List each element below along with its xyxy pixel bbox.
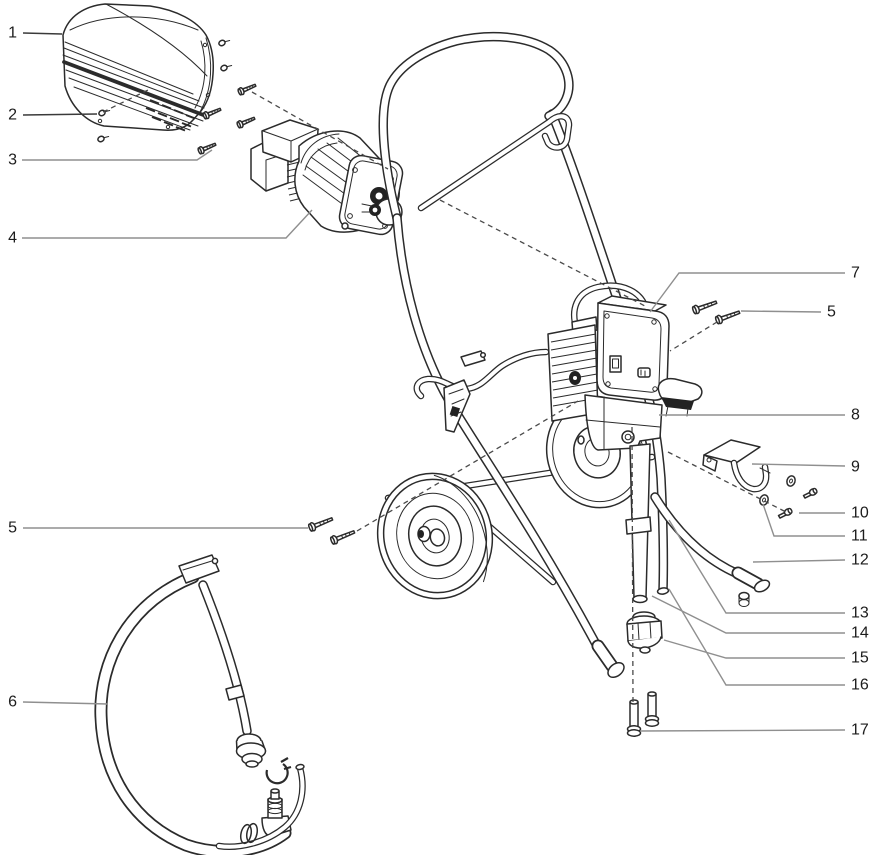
callout-number: 2: [8, 107, 17, 124]
part-7-pump-assembly: [547, 282, 703, 604]
part-9-bracket: [702, 439, 771, 493]
callout-4: 4: [8, 209, 313, 247]
callout-17: 17: [639, 722, 869, 739]
callout-number: 10: [851, 505, 869, 522]
part-6-suction-hose: [94, 554, 306, 855]
callout-leader-line: [22, 149, 213, 161]
part-8-pressure-control: [657, 377, 703, 417]
callout-number: 14: [851, 625, 869, 642]
callout-number: 7: [851, 265, 860, 282]
callout-leader-line: [762, 503, 845, 537]
part-3-screws: [197, 83, 257, 155]
callout-leader-line: [740, 310, 822, 313]
callout-leader-line: [639, 729, 846, 732]
callout-leader-line: [22, 701, 109, 705]
callout-number: 13: [851, 605, 869, 622]
part-2-screws: [97, 39, 233, 143]
cart-handle: [378, 31, 574, 223]
callout-15: 15: [663, 639, 869, 667]
callout-leader-line: [663, 639, 845, 659]
callout-number: 15: [851, 650, 869, 667]
front-foot: [591, 639, 625, 679]
callout-7: 7: [649, 265, 860, 313]
shroud-vent-slots: [145, 99, 196, 132]
callout-12: 12: [752, 552, 869, 569]
handle-latch-bar: [417, 113, 573, 212]
callout-2: 2: [8, 107, 98, 124]
callout-leader-line: [22, 32, 63, 35]
callout-leader-line: [651, 595, 845, 634]
callout-number: 8: [851, 407, 860, 424]
part-5-screws-right: [691, 300, 741, 325]
callout-number: 6: [8, 694, 17, 711]
part-1-motor-shroud: [62, 3, 214, 132]
callout-16: 16: [668, 588, 869, 694]
callout-14: 14: [651, 595, 869, 642]
callout-13: 13: [668, 519, 869, 622]
part-17-bolts: [626, 691, 660, 737]
callout-number: 16: [851, 677, 869, 694]
callout-leader-line: [752, 559, 846, 563]
callout-number: 12: [851, 552, 869, 569]
front-wheel: [376, 472, 494, 600]
callout-leader-line: [22, 209, 313, 239]
callout-number: 17: [851, 722, 869, 739]
callout-number: 5: [8, 520, 17, 537]
part-5-screws-left: [308, 517, 356, 545]
retaining-clip: [265, 757, 292, 785]
power-switch: [609, 355, 622, 373]
callout-number: 11: [851, 528, 868, 545]
callout-8: 8: [659, 407, 860, 424]
callout-10: 10: [799, 505, 869, 522]
part-4-motor-assembly: [250, 119, 404, 236]
rail-clamp: [460, 350, 486, 367]
part-10-screws: [777, 487, 818, 519]
callout-number: 4: [8, 230, 17, 247]
callout-1: 1: [8, 25, 63, 42]
assembly-guide-lines: [102, 89, 787, 703]
callout-leader-line: [668, 519, 845, 614]
callout-number: 1: [8, 25, 17, 42]
callout-number: 9: [851, 459, 860, 476]
callout-leader-line: [649, 272, 845, 313]
callout-6: 6: [8, 694, 109, 711]
callout-leader-line: [751, 463, 846, 467]
callout-leader-line: [22, 113, 98, 116]
return-hose: [215, 763, 306, 850]
callout-number: 5: [827, 304, 836, 321]
callout-leader-line: [668, 588, 845, 686]
callout-number: 3: [8, 152, 17, 169]
inlet-strainer: [626, 611, 663, 654]
part-12-cart-leg: [650, 492, 771, 607]
rail-bracket: [443, 379, 471, 433]
callout-3: 3: [8, 149, 213, 169]
callout-5: 5: [8, 520, 308, 537]
inlet-fitting: [235, 733, 267, 768]
cart-frame: [376, 31, 670, 679]
callout-9: 9: [751, 459, 860, 476]
callout-11: 11: [762, 503, 868, 545]
callout-5: 5: [740, 304, 836, 321]
